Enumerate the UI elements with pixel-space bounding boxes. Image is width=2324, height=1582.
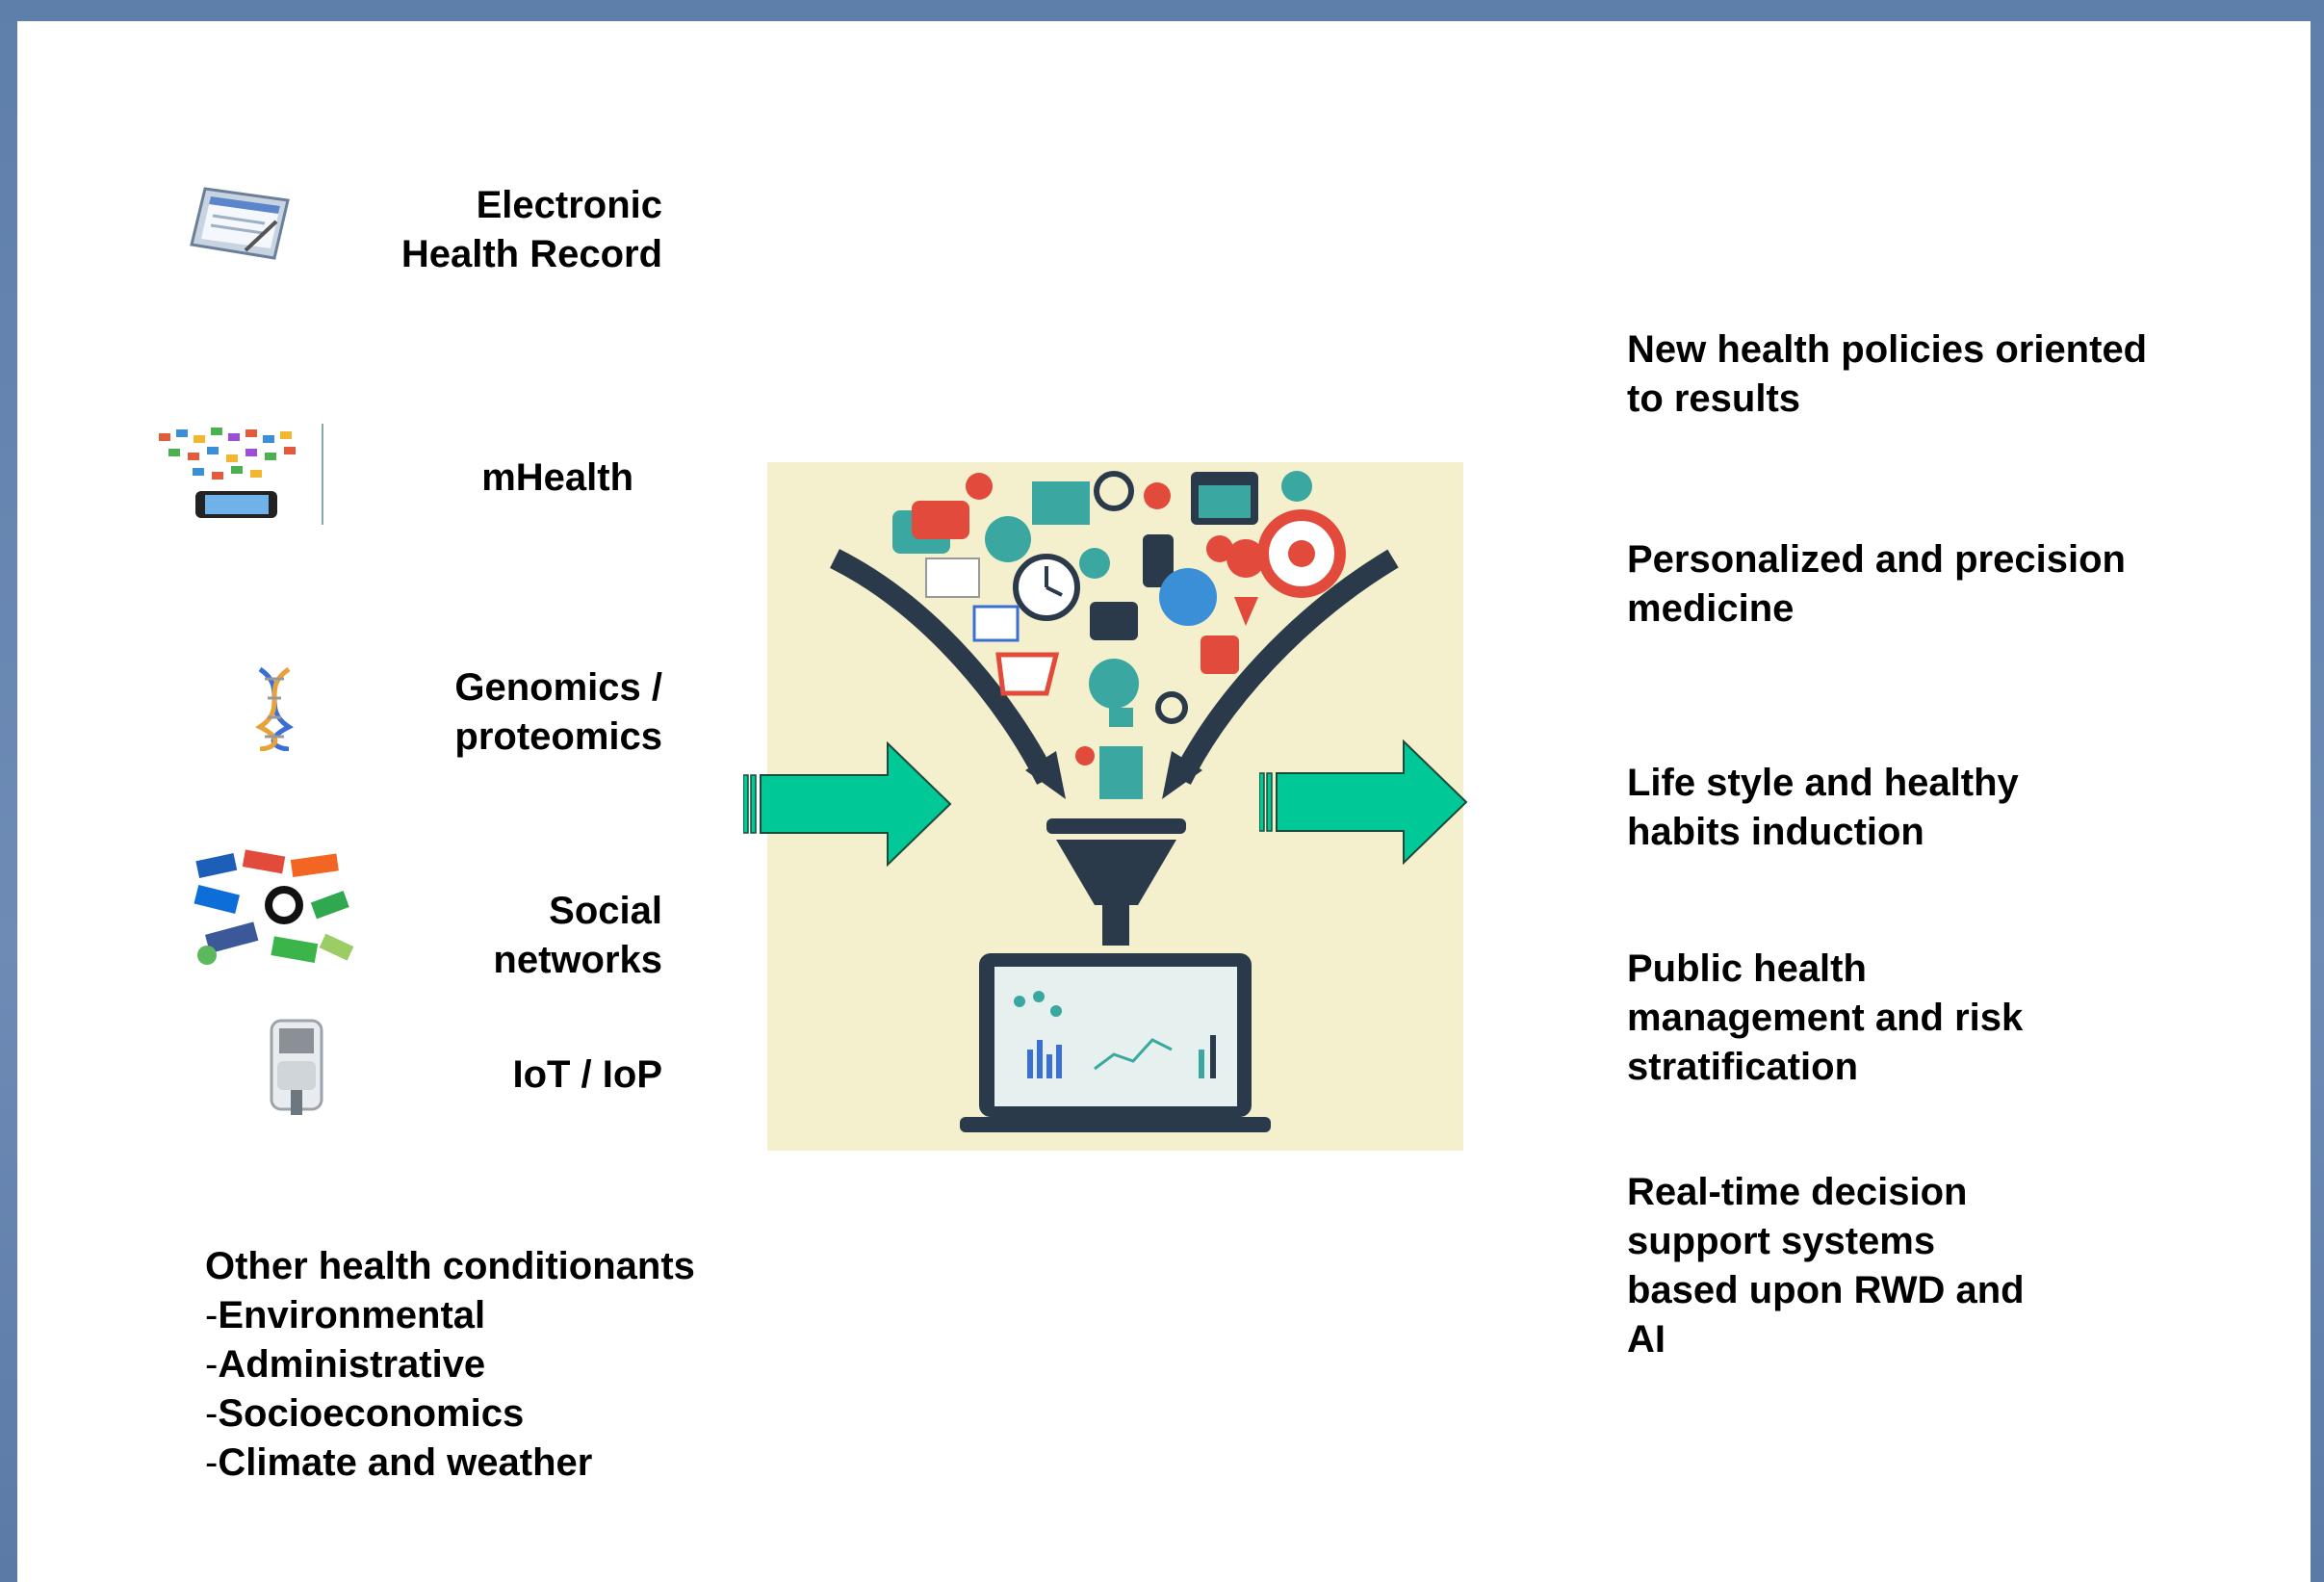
source-label-social: Social networks: [493, 890, 662, 981]
output-arrow-icon: [1259, 739, 1471, 865]
outcome-label-policies: New health policies oriented to results: [1627, 328, 2148, 420]
outcome-label-lifestyle: Life style and healthy habits induction: [1627, 762, 2019, 853]
glucometer-icon: [268, 1019, 325, 1115]
social-logos-icon: [188, 847, 356, 973]
dna-icon: [250, 664, 298, 751]
other-item: -Climate and weather: [205, 1441, 593, 1484]
other-heading: Other health conditionants: [205, 1245, 695, 1287]
other-item: -Administrative: [205, 1343, 486, 1386]
source-label-mhealth: mHealth: [481, 456, 633, 499]
outcome-label-public-health: Public health management and risk strati…: [1627, 947, 2024, 1088]
source-label-iot: IoT / IoP: [512, 1053, 662, 1096]
other-conditionants-list: Other health conditionants -Environmenta…: [205, 1242, 695, 1488]
smartphone-apps-icon: [149, 424, 327, 525]
other-item: -Environmental: [205, 1294, 486, 1336]
source-label-genomics: Genomics / proteomics: [454, 666, 662, 758]
outcome-label-personalized: Personalized and precision medicine: [1627, 538, 2126, 630]
other-item: -Socioeconomics: [205, 1392, 525, 1435]
source-label-ehr: Electronic Health Record: [400, 184, 662, 275]
input-arrow-icon: [743, 741, 955, 867]
tablet-icon: [188, 181, 294, 263]
outcome-label-decision-support: Real-time decision support systems based…: [1627, 1171, 2025, 1361]
